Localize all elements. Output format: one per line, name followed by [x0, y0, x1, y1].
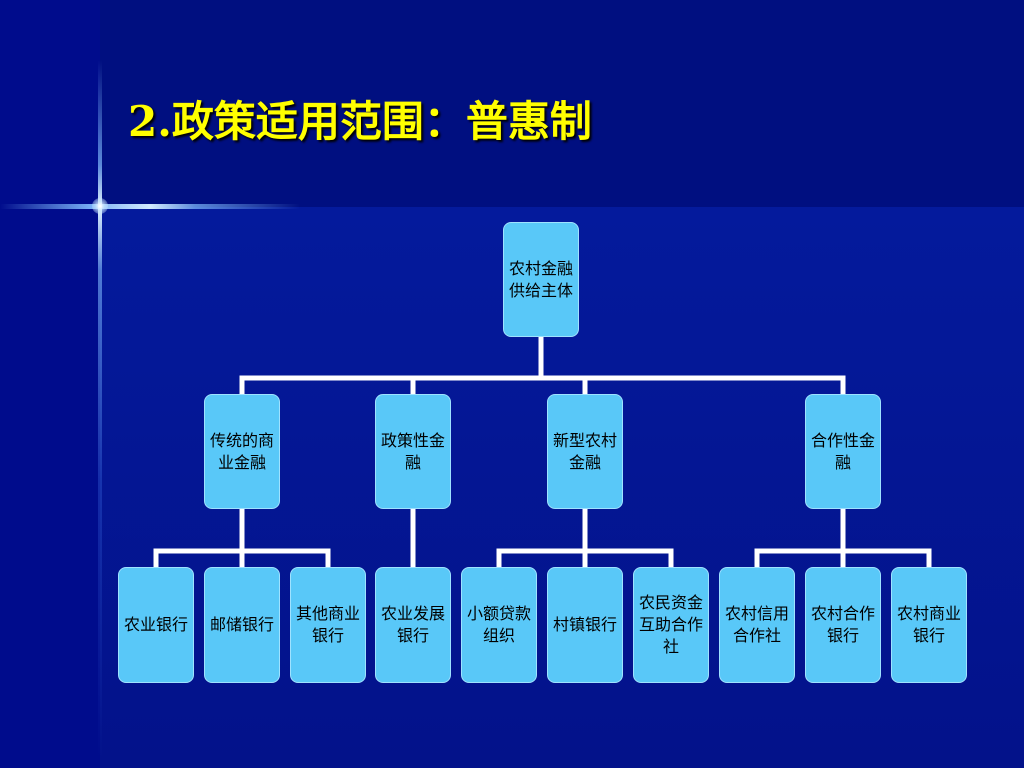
slide-title: 2.政策适用范围：普惠制 [128, 97, 592, 146]
org-node-leaf: 其他商业银行 [290, 567, 366, 683]
decorative-star-icon [92, 198, 108, 214]
org-node-root: 农村金融供给主体 [503, 222, 579, 337]
decorative-light-horizontal [0, 204, 300, 209]
org-node-group: 合作性金融 [805, 394, 881, 509]
org-node-leaf: 村镇银行 [547, 567, 623, 683]
org-node-leaf: 农业银行 [118, 567, 194, 683]
org-node-leaf: 农村合作银行 [805, 567, 881, 683]
org-node-group: 政策性金融 [375, 394, 451, 509]
org-node-leaf: 农村商业银行 [891, 567, 967, 683]
slide-left-band [0, 0, 100, 768]
org-node-group: 传统的商业金融 [204, 394, 280, 509]
decorative-light-vertical [98, 60, 102, 760]
org-node-group: 新型农村金融 [547, 394, 623, 509]
org-node-leaf: 农村信用合作社 [719, 567, 795, 683]
org-node-leaf: 农业发展银行 [375, 567, 451, 683]
slide-top-band [0, 0, 1024, 207]
org-node-leaf: 农民资金互助合作社 [633, 567, 709, 683]
org-node-leaf: 小额贷款组织 [461, 567, 537, 683]
org-node-leaf: 邮储银行 [204, 567, 280, 683]
